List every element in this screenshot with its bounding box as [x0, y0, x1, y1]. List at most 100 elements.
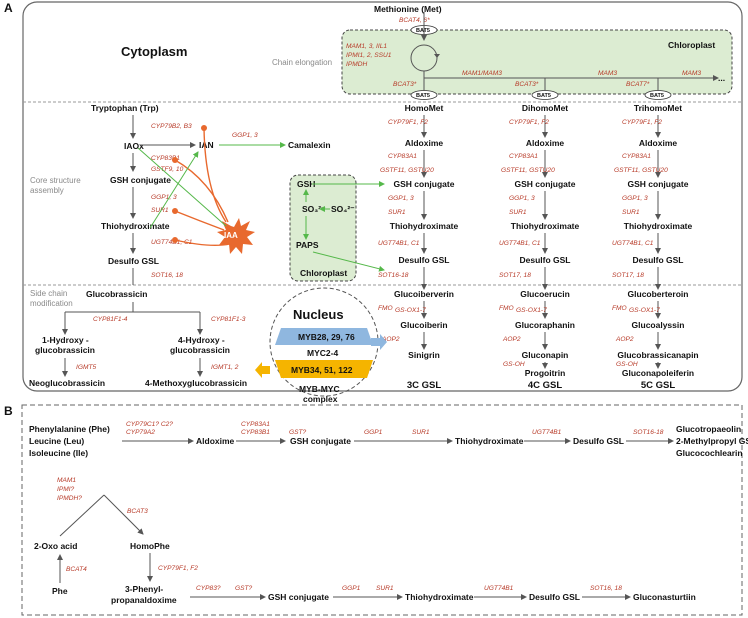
b1-product-2: 2-Methylpropyl GSL	[676, 436, 748, 446]
cyp83a1-enzyme: CYP83A1	[622, 153, 651, 160]
aop2-enzyme: AOP2	[502, 336, 521, 343]
b2-desulfo-label: Desulfo GSL	[529, 592, 580, 602]
mam-enzyme-3: IPMDH	[346, 61, 367, 68]
sur1-enzyme: SUR1	[388, 209, 406, 216]
bat5-label-top: BAT5	[416, 28, 430, 34]
iaa-link-1	[203, 127, 227, 223]
gsh-label: GSH	[297, 179, 315, 189]
product-3-label: Sinigrin	[408, 350, 440, 360]
fmo-subscript-text: GS-OX1-7	[395, 307, 426, 314]
sot-enzyme-trp: SOT16, 18	[151, 272, 183, 279]
mam-enzyme-1: MAM1, 3, IIL1	[346, 43, 387, 50]
chloroplast-mid	[289, 174, 357, 282]
desulfo-label: Desulfo GSL	[632, 255, 683, 265]
myb-top-label: MYB28, 29, 76	[298, 332, 355, 342]
methionine-label: Methionine (Met)	[374, 4, 442, 14]
bat5-transporter-2	[531, 90, 559, 100]
sur1-enzyme: SUR1	[622, 209, 640, 216]
ugt-enzyme: UGT74B1, C1	[612, 240, 654, 247]
iaa-link-4	[174, 239, 231, 247]
gsh-conj-label: GSH conjugate	[515, 179, 576, 189]
b2-homophe-label: HomoPhe	[130, 541, 170, 551]
fmo-enzyme: FMO	[378, 305, 393, 312]
igmt5-enzyme: IGMT5	[76, 364, 96, 371]
product-1-label: Glucoberteroin	[628, 289, 689, 299]
cytoplasm-label: Cytoplasm	[121, 44, 187, 59]
b1-product-3: Glucocochlearin	[676, 448, 743, 458]
hydroxy4-label-a: 4-Hydroxy -	[178, 335, 225, 345]
sot-enzyme: SOT17, 18	[612, 272, 644, 279]
panel-b-row2: MAM1 IPMI? IPMDH? BCAT3 2-Oxo acid HomoP…	[34, 477, 696, 605]
camalexin-label: Camalexin	[288, 140, 331, 150]
b1-sur1-enzyme: SUR1	[412, 429, 430, 436]
sot-enzyme: SOT16-18	[378, 272, 409, 279]
panel-b-frame	[21, 404, 743, 616]
panel-a-label: A	[4, 1, 13, 15]
gstf9-enzyme: GSTF9, 10	[151, 166, 184, 173]
gst-enzyme: GSTF11, GSTU20	[380, 167, 434, 174]
ggp-enzyme: GGP1, 3	[388, 195, 414, 202]
product-2-label: Glucoraphanin	[515, 320, 575, 330]
b2-sur1-enzyme: SUR1	[376, 585, 394, 592]
aldoxime-label: Aldoxime	[526, 138, 565, 148]
myb-bottom-box	[275, 360, 373, 378]
aldoxime-label: Aldoxime	[405, 138, 444, 148]
myb-top-box	[275, 328, 373, 345]
b2-cyp83-enzyme: CYP83?	[196, 585, 221, 592]
phe-sub-label: Phenylalanine (Phe)	[29, 424, 110, 434]
product-4-label: Progoitrin	[525, 368, 566, 378]
panel-b-label: B	[4, 404, 13, 418]
product-1-label: Glucoerucin	[520, 289, 570, 299]
complex-label-1: MYB-MYC	[299, 384, 340, 394]
b2-bcat3-enzyme: BCAT3	[127, 508, 148, 515]
cyp83a1-enzyme: CYP83A1	[509, 153, 538, 160]
iaa-link-1-dot	[201, 125, 207, 131]
product-2-label: Glucoiberin	[400, 320, 447, 330]
iaa-link-2	[174, 159, 229, 223]
gsh-conj-label: GSH conjugate	[628, 179, 689, 189]
fmo-subscript-text: GS-OX1-7	[629, 307, 660, 314]
panel-b-row1: Phenylalanine (Phe) Leucine (Leu) Isoleu…	[29, 421, 748, 458]
methoxyglucobrassicin-label: 4-Methoxyglucobrassicin	[145, 378, 247, 388]
bcat3-enzyme-1: BCAT3*	[393, 81, 417, 88]
b2-mam1-enzyme: MAM1	[57, 477, 76, 484]
complex-label-2: complex	[303, 394, 338, 404]
bat5-label-1: BAT5	[416, 93, 430, 99]
fmo-enzyme: FMO	[612, 305, 627, 312]
chloroplast-mid-label: Chloroplast	[300, 268, 347, 278]
b2-thio-label: Thiohydroximate	[405, 592, 474, 602]
leu-sub-label: Leucine (Leu)	[29, 436, 84, 446]
b1-sot-enzyme: SOT16-18	[633, 429, 664, 436]
side-chain-label-1: Side chain	[30, 289, 67, 298]
paps-export-arrow	[312, 251, 385, 272]
b2-oxo-up-line	[59, 494, 105, 537]
iaa-star-icon	[217, 218, 255, 254]
bat5-label-3: BAT5	[650, 93, 664, 99]
b1-cyp83b1-enzyme: CYP83B1	[241, 429, 270, 436]
aop2-enzyme: AOP2	[381, 336, 400, 343]
product-2-label: Glucoalyssin	[632, 320, 685, 330]
b1-cyp79c-enzyme: CYP79C1? C2?	[126, 421, 173, 428]
desulfo-label: Desulfo GSL	[519, 255, 570, 265]
b2-ugt-enzyme: UGT74B1	[484, 585, 514, 592]
mam3-enzyme-2: MAM3	[682, 70, 701, 77]
trp-desulfo-label: Desulfo GSL	[108, 256, 159, 266]
hydroxy1-label-b: glucobrassicin	[35, 345, 95, 355]
cyp79f-enzyme: CYP79F1, F2	[509, 119, 549, 126]
paps-label: PAPS	[296, 240, 319, 250]
b1-ugt-enzyme: UGT74B1	[532, 429, 562, 436]
sur1-enzyme-trp: SUR1	[151, 207, 169, 214]
b2-gsh-conj-label: GSH conjugate	[268, 592, 329, 602]
gsh-conj-label: GSH conjugate	[394, 179, 455, 189]
mam3-enzyme-1: MAM3	[598, 70, 617, 77]
b2-bcat4-enzyme: BCAT4	[66, 566, 87, 573]
column-head: TrihomoMet	[634, 103, 682, 113]
b1-thio-label: Thiohydroximate	[455, 436, 524, 446]
iaa-link-3	[174, 210, 225, 231]
b2-ipmi-enzyme: IPMI?	[57, 486, 75, 493]
b1-gst-enzyme: GST?	[289, 429, 307, 436]
chloroplast-top-label: Chloroplast	[668, 40, 715, 50]
sot-enzyme: SOT17, 18	[499, 272, 531, 279]
cyp83a1-enzyme: CYP83A1	[388, 153, 417, 160]
ugt-enzyme: UGT74B1, C1	[499, 240, 541, 247]
